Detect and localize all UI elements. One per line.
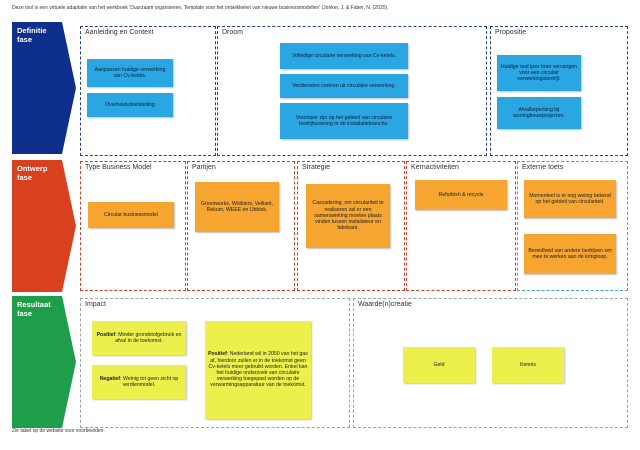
section-impact: Impact Positief: Minder grondstofgebruik… (80, 298, 350, 428)
section-title: Propositie (495, 29, 527, 36)
impact-label-negatief: Negatief (99, 375, 121, 382)
sticky-note[interactable]: Kennis (492, 347, 564, 383)
impact-label-positief: Positief (96, 331, 116, 338)
phase-label: Resultaat fase (17, 300, 51, 318)
sticky-note[interactable]: Voorloper zijn op het gebied van circula… (280, 103, 408, 139)
sticky-note-positief-2[interactable]: Positief: Nederland wil in 2050 van het … (205, 321, 311, 419)
section-title: Kernactiviteiten (411, 164, 459, 171)
sticky-note[interactable]: Greenworks, Wolbiers, Veiliant, Rekum, W… (195, 182, 279, 232)
impact-text-negatief: : Weinig tot geen zicht op verdienmodel. (120, 375, 179, 388)
section-title: Externe toets (522, 164, 564, 171)
phase-label: Definitie fase (17, 26, 47, 44)
sticky-note[interactable]: Verdiensten creëren uit circulaire verwe… (280, 74, 408, 98)
sticky-note[interactable]: Circular businessmodel (88, 202, 174, 228)
phase-arrow-icon (12, 296, 76, 428)
sticky-note-negatief[interactable]: Negatief: Weinig tot geen zicht op verdi… (92, 365, 186, 399)
section-title: Droom (222, 29, 244, 36)
section-externe-toets: Externe toets Momenteel is er nog weinig… (517, 161, 628, 291)
sticky-note[interactable]: Afvalbeperking bij woningbouwprojecten. (497, 97, 581, 129)
section-propositie: Propositie Huidige oud ijzer boer vervan… (490, 26, 628, 156)
sticky-note[interactable]: Overheidsdoelstelling (87, 93, 173, 117)
section-droom: Droom Volledige circulaire verwerking va… (217, 26, 487, 156)
phase-arrow-icon (12, 160, 76, 292)
section-title: Partijen (192, 164, 216, 171)
sticky-note[interactable]: Bereidheid van andere bedrijven om mee t… (524, 234, 616, 274)
section-type-business-model: Type Business Model Circular businessmod… (80, 161, 186, 291)
section-partijen: Partijen Greenworks, Wolbiers, Veiliant,… (187, 161, 295, 291)
section-waardecreatie: Waarde(n)creatie Geld Kennis (353, 298, 628, 428)
sticky-note[interactable]: Cascadering, om circulariteit te realise… (306, 184, 390, 248)
section-kernactiviteiten: Kernactiviteiten Refurbish & recycle (406, 161, 516, 291)
section-title: Type Business Model (85, 164, 152, 171)
header-note: Deze tool is een virtuele adaptatie van … (12, 5, 389, 11)
phase-resultaat: Resultaat fase (12, 296, 76, 428)
sticky-note[interactable]: Refurbish & recycle (415, 180, 507, 210)
phase-label: Ontwerp fase (17, 164, 48, 182)
sticky-note-positief[interactable]: Positief: Minder grondstofgebruik en afv… (92, 321, 186, 355)
section-aanleiding: Aanleiding en Context Aanpassen huidige … (80, 26, 216, 156)
sticky-note[interactable]: Volledige circulaire verwerking van Cv-k… (280, 43, 408, 69)
phase-arrow-icon (12, 22, 76, 154)
sticky-note[interactable]: Geld (403, 347, 475, 383)
sticky-note[interactable]: Huidige oud ijzer boer vervangen voor ee… (497, 55, 581, 91)
impact-label-positief-2: Positief (208, 351, 227, 358)
impact-text-positief-2: : Nederland wil in 2050 van het gas af, … (208, 351, 308, 389)
footer-note: Zie tabel op de website voor voorbeelden… (12, 428, 105, 434)
impact-text-positief: : Minder grondstofgebruik en afval in de… (115, 331, 182, 344)
sticky-note[interactable]: Aanpassen huidige verwerking van Cv-kete… (87, 59, 173, 87)
section-strategie: Strategie Cascadering, om circulariteit … (297, 161, 405, 291)
phase-definitie: Definitie fase (12, 22, 76, 154)
section-title: Impact (85, 301, 107, 308)
section-title: Aanleiding en Context (85, 29, 154, 36)
section-title: Strategie (302, 164, 331, 171)
sticky-note[interactable]: Momenteel is er nog weinig bekend op het… (524, 180, 616, 218)
phase-ontwerp: Ontwerp fase (12, 160, 76, 292)
section-title: Waarde(n)creatie (358, 301, 412, 308)
